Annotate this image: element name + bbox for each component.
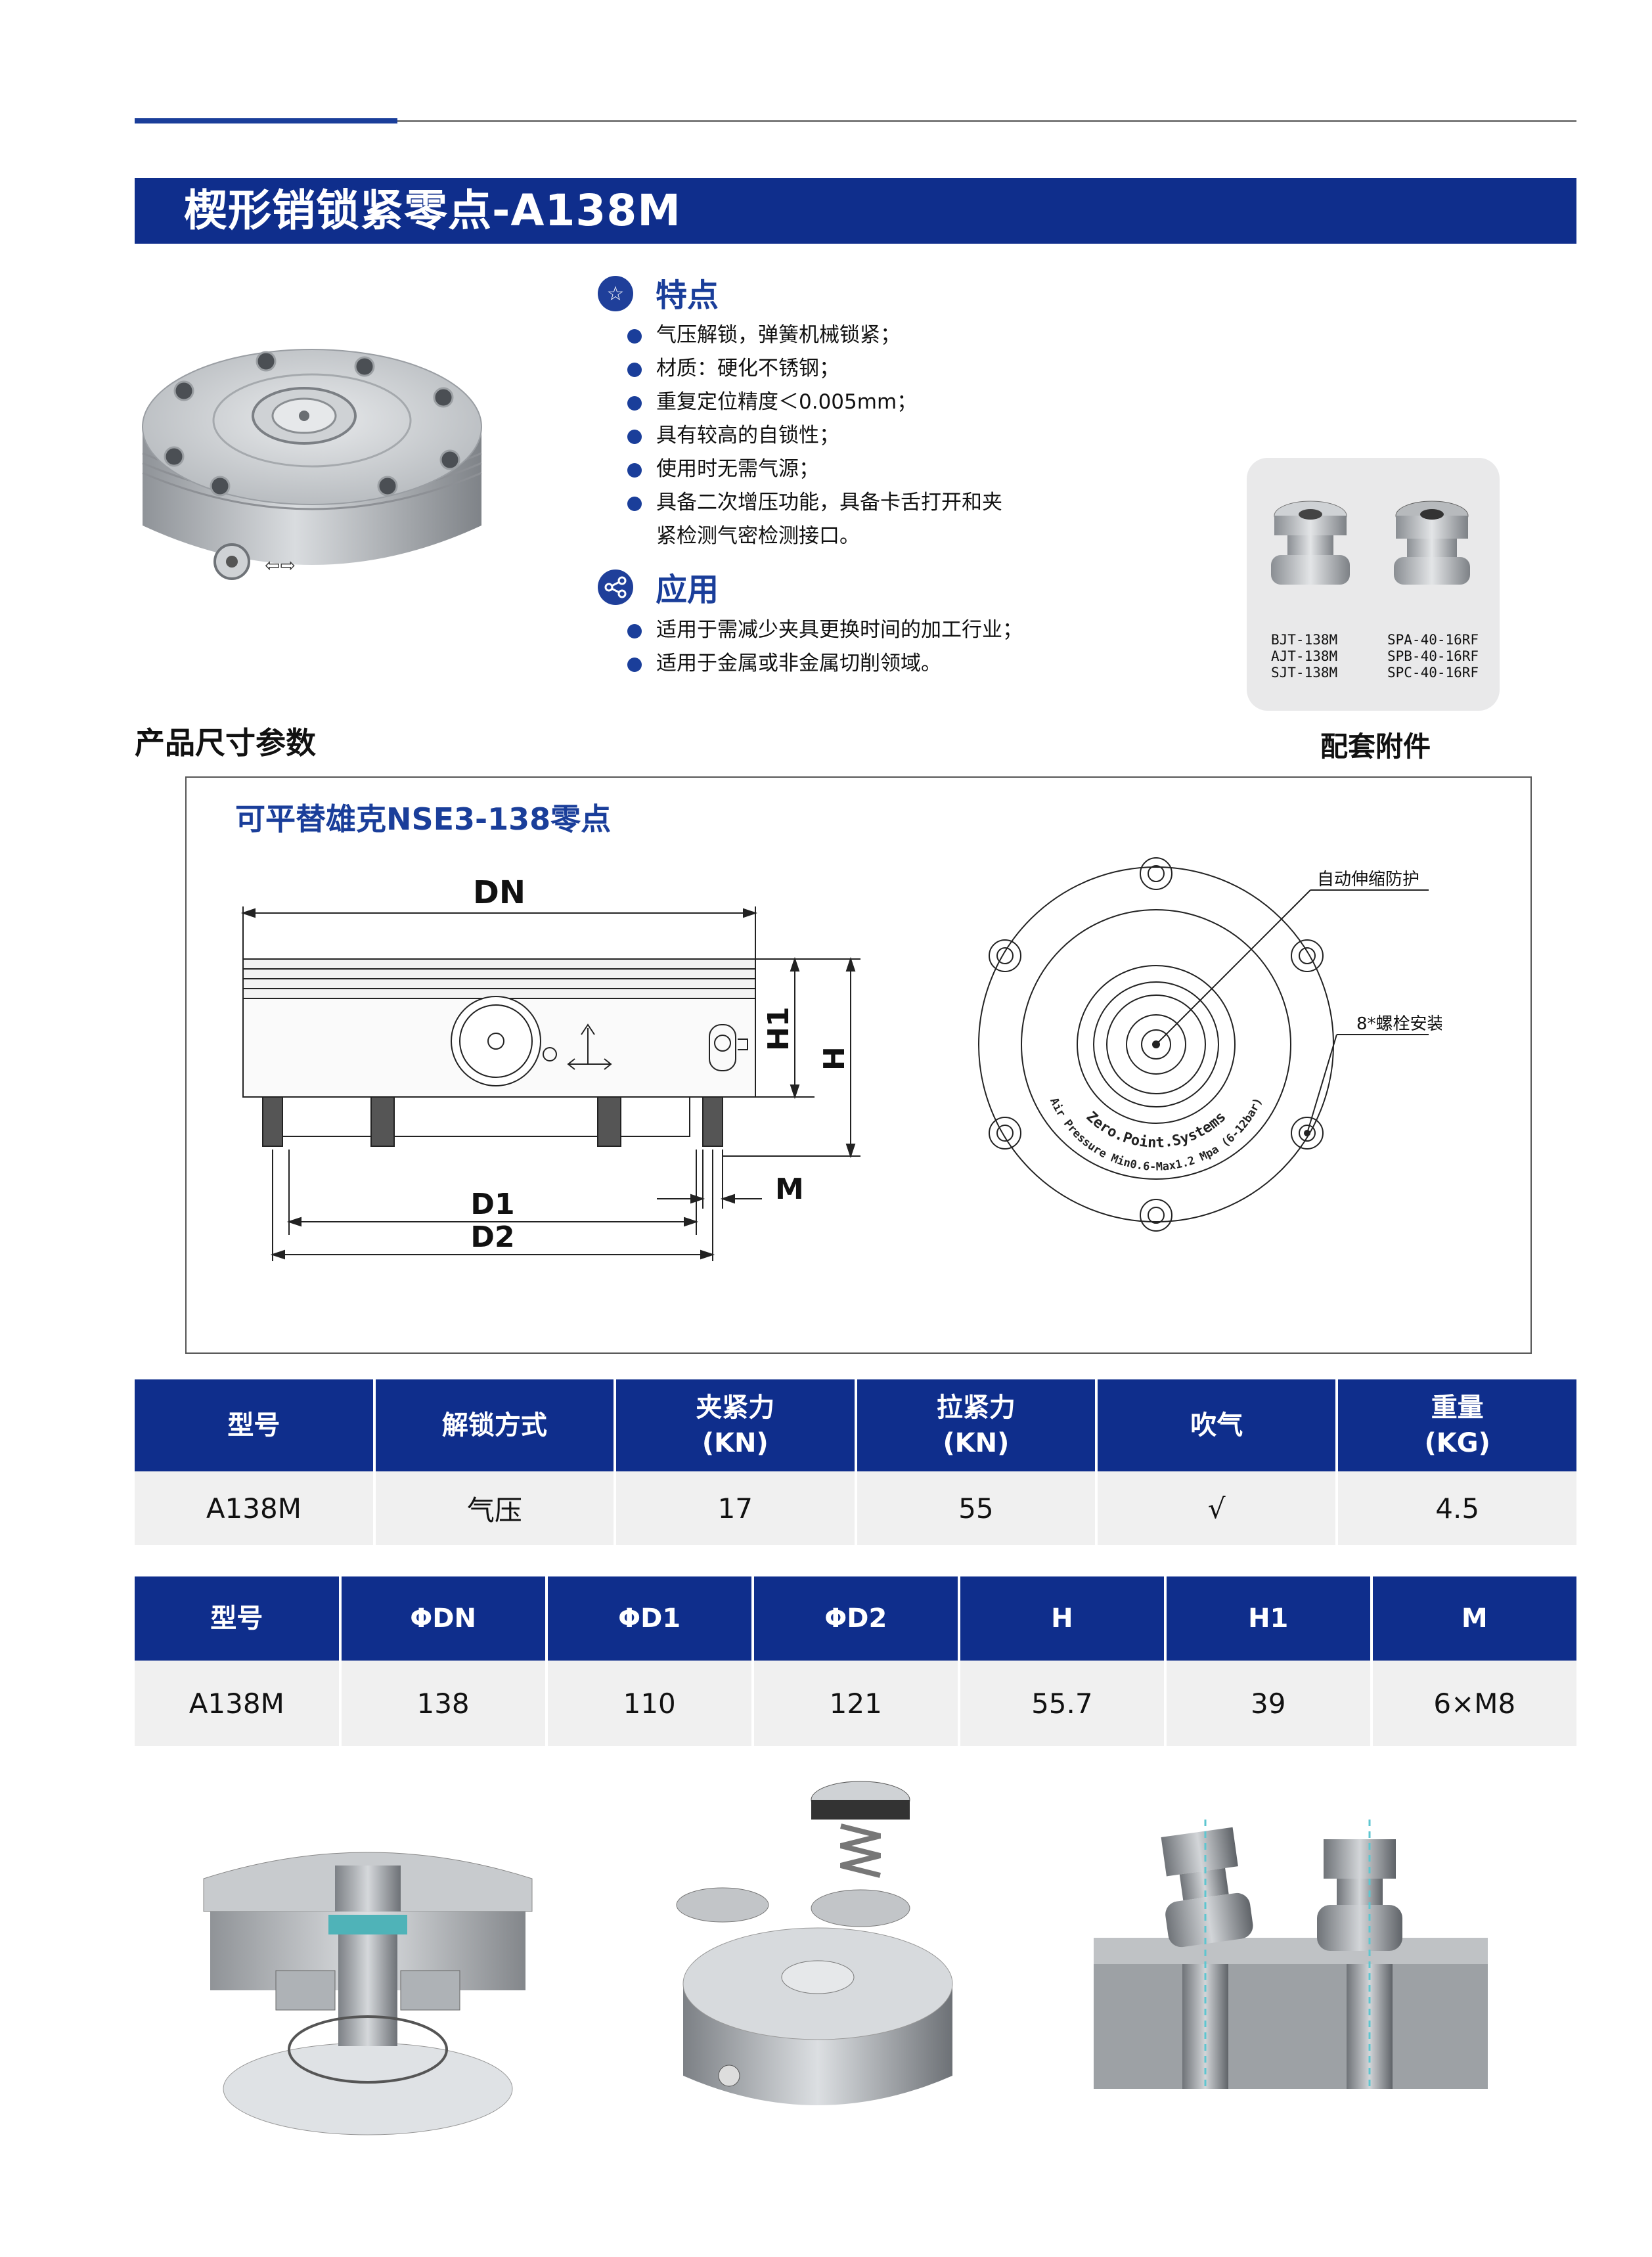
t1-header: 吹气 — [1098, 1379, 1336, 1471]
t2-header: H — [960, 1576, 1164, 1661]
t1-header: 型号 — [135, 1379, 373, 1471]
accessory-right-models: SPA-40-16RF SPB-40-16RF SPC-40-16RF — [1387, 632, 1479, 681]
application-item: 适用于金属或非金属切削领域。 — [627, 647, 1192, 681]
feature-item-continued: 紧检测气密检测接口。 — [656, 524, 860, 548]
t1-cell: √ — [1098, 1471, 1336, 1545]
feature-item: 具有较高的自锁性； — [627, 419, 1127, 453]
t2-header: ΦD2 — [753, 1576, 958, 1661]
label-m: M — [775, 1173, 804, 1206]
label-dn: DN — [473, 874, 525, 911]
t2-header: H1 — [1166, 1576, 1370, 1661]
t2-header: ΦD1 — [547, 1576, 751, 1661]
application-item: 适用于需减少夹具更换时间的加工行业； — [627, 614, 1192, 647]
t1-cell: A138M — [135, 1471, 373, 1545]
accessory-model: AJT-138M — [1271, 648, 1338, 664]
cutaway-photo — [203, 1852, 533, 2135]
t2-cell: 121 — [753, 1661, 958, 1746]
svg-text:⇦⇨: ⇦⇨ — [265, 554, 296, 576]
t2-cell: 39 — [1166, 1661, 1370, 1746]
t1-cell: 4.5 — [1338, 1471, 1576, 1545]
callout-bolt-holes: 8*螺栓安装孔 — [1356, 1014, 1442, 1034]
callout-auto-protect: 自动伸缩防护 — [1317, 870, 1419, 889]
title-bar — [135, 178, 1576, 244]
product-photo: ⇦⇨ — [142, 349, 482, 580]
accessory-left-models: BJT-138M AJT-138M SJT-138M — [1271, 632, 1337, 681]
t1-cell: 气压 — [375, 1471, 614, 1545]
exploded-view-photo — [676, 1781, 953, 2105]
label-h1: H1 — [762, 1007, 795, 1051]
accessory-model: SJT-138M — [1271, 665, 1338, 681]
feature-item: 材质：硬化不锈钢； — [627, 352, 1127, 386]
features-list: 气压解锁，弹簧机械锁紧； 材质：硬化不锈钢； 重复定位精度＜0.005mm； 具… — [627, 319, 1127, 520]
feature-item: 气压解锁，弹簧机械锁紧； — [627, 319, 1127, 352]
star-icon: ☆ — [598, 276, 633, 311]
feature-item: 重复定位精度＜0.005mm； — [627, 386, 1127, 419]
label-d2: D2 — [470, 1220, 514, 1254]
t2-cell: 138 — [341, 1661, 545, 1746]
features-heading: 特点 — [656, 277, 719, 314]
accessories-label: 配套附件 — [1320, 730, 1431, 763]
t2-header: M — [1372, 1576, 1576, 1661]
spec-table-1: 型号 解锁方式 夹紧力(KN) 拉紧力(KN) 吹气 重量(KG) A138M … — [132, 1379, 1579, 1545]
t2-cell: A138M — [135, 1661, 339, 1746]
spec-table-2: 型号 ΦDN ΦD1 ΦD2 H H1 M A138M 138 110 121 … — [132, 1576, 1579, 1746]
t1-cell: 17 — [616, 1471, 855, 1545]
t1-header: 拉紧力(KN) — [857, 1379, 1096, 1471]
top-view-drawing: 自动伸缩防护 8*螺栓安装孔 Zero.Point.Systems Air Pr… — [978, 857, 1442, 1232]
label-h: H — [818, 1046, 851, 1071]
header-rule — [397, 120, 1576, 122]
share-icon — [598, 570, 633, 605]
accessory-model: BJT-138M — [1271, 632, 1338, 648]
side-view-drawing: DN H1 H D1 D2 M — [240, 874, 860, 1261]
application-list: 适用于需减少夹具更换时间的加工行业； 适用于金属或非金属切削领域。 — [627, 614, 1192, 681]
feature-item: 使用时无需气源； — [627, 453, 1127, 486]
t2-cell: 55.7 — [960, 1661, 1164, 1746]
t2-cell: 110 — [547, 1661, 751, 1746]
accessory-model: SPC-40-16RF — [1387, 665, 1479, 681]
label-d1: D1 — [470, 1188, 514, 1221]
t2-header: ΦDN — [341, 1576, 545, 1661]
application-heading: 应用 — [656, 571, 719, 608]
t1-header: 解锁方式 — [375, 1379, 614, 1471]
accessory-model: SPB-40-16RF — [1387, 648, 1479, 664]
drawing-subtitle: 可平替雄克NSE3-138零点 — [235, 801, 612, 837]
accessory-model: SPA-40-16RF — [1387, 632, 1479, 648]
t1-header: 重量(KG) — [1338, 1379, 1576, 1471]
t1-header: 夹紧力(KN) — [616, 1379, 855, 1471]
t2-header: 型号 — [135, 1576, 339, 1661]
page-title: 楔形销锁紧零点-A138M — [184, 185, 681, 236]
dimensions-heading: 产品尺寸参数 — [135, 725, 316, 761]
pin-insertion-photo — [1094, 1820, 1488, 2089]
t1-cell: 55 — [857, 1471, 1096, 1545]
feature-item: 具备二次增压功能，具备卡舌打开和夹 — [627, 486, 1127, 520]
accessory-pins-image — [1271, 501, 1470, 585]
header-accent-line — [135, 118, 397, 123]
t2-cell: 6×M8 — [1372, 1661, 1576, 1746]
